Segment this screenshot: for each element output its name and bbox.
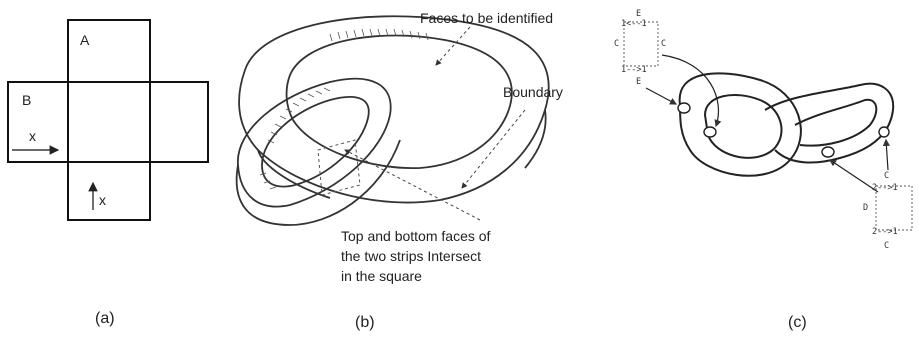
caption-b: (b) [355, 314, 375, 331]
sq-bot-bottom-label: C [884, 241, 889, 251]
sq-top-right-label: C [661, 39, 666, 49]
sq-top-row3: 1-->1 [621, 65, 647, 75]
large-strip-outer [238, 15, 550, 204]
caption-a: (a) [95, 310, 115, 327]
strip-hatching [259, 28, 429, 190]
hole-c [878, 126, 890, 138]
large-strip-inner [285, 34, 513, 169]
faces-note: Faces to be identified [420, 10, 554, 26]
center-square [67, 81, 151, 163]
identification-square-bottom: C 2-->1 D 2-->1 C [863, 171, 913, 251]
hole-inner [703, 126, 717, 138]
arrow-x-label-left: x [29, 128, 36, 144]
sq-top-top-label: E [636, 9, 641, 19]
sq-bot-row3: 2-->1 [872, 227, 898, 237]
small-strip-outer [237, 77, 392, 208]
sq-bot-row1: 2-->1 [872, 183, 898, 193]
face-a-square [67, 19, 151, 83]
caption-c: (c) [788, 314, 807, 331]
c-pointer-arrow [882, 138, 890, 171]
small-strip-inner [261, 96, 370, 188]
sq-bot-left-label: D [863, 203, 868, 213]
sq-top-row1: 1<--1 [621, 19, 647, 29]
boundary-note: Boundary [503, 84, 563, 100]
chain-right-inner [794, 98, 878, 147]
intersect-note-line1: Top and bottom faces of [341, 228, 491, 244]
sq-top-bottom-label: E [636, 77, 641, 87]
intersect-annotation-arrow [344, 149, 481, 221]
sq-top-left-label: C [614, 39, 619, 49]
intersect-note-line3: in the square [341, 268, 422, 284]
bottom-square [67, 161, 151, 221]
face-a-label: A [80, 32, 90, 48]
hole-e [677, 102, 691, 114]
arrow-x-label-bottom: x [99, 192, 106, 208]
linked-torus-chain [678, 72, 895, 177]
e-pointer-arrow [645, 87, 678, 105]
chain-left-link [678, 72, 802, 177]
hole-d [821, 146, 835, 158]
intersect-note-line2: the two strips Intersect [341, 248, 482, 264]
face-b-label: B [22, 92, 32, 108]
small-strip-thickness [235, 139, 401, 226]
chain-left-link-inner [703, 94, 783, 159]
right-square [149, 81, 209, 163]
intersection-square [317, 139, 361, 196]
identification-square-top: E 1<--1 C C 1-->1 E [614, 9, 666, 87]
sq-bot-top-label: C [884, 171, 889, 181]
boundary-annotation-arrow [461, 109, 526, 189]
chain-right-body [764, 82, 895, 164]
interlocked-strips [235, 15, 550, 226]
faces-annotation-arrow [435, 26, 471, 66]
chain-holes [677, 102, 890, 158]
cross-net [7, 19, 209, 221]
inner-pointer-arrow [661, 54, 722, 128]
d-pointer-arrow [829, 159, 879, 193]
